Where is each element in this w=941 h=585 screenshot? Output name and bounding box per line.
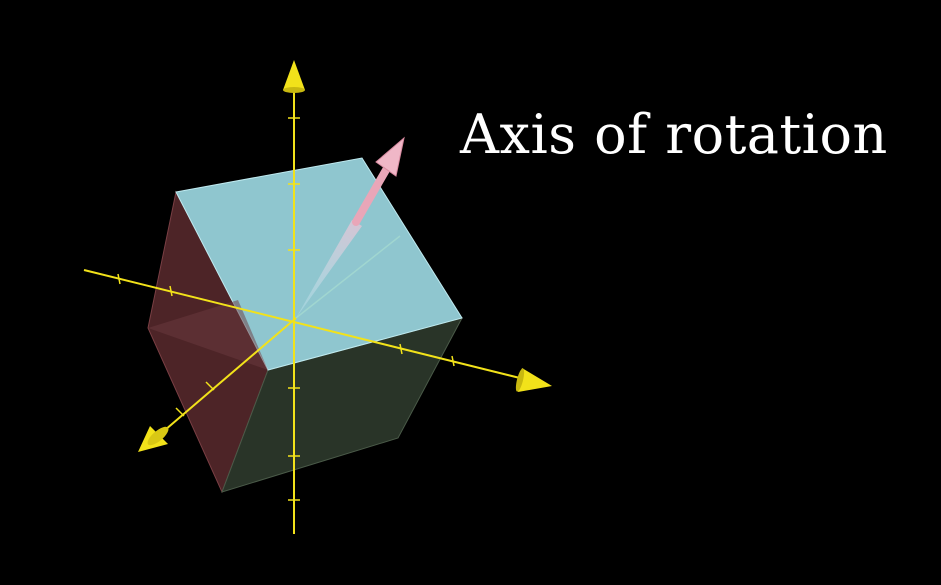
axis-of-rotation-label: Axis of rotation [460, 103, 888, 166]
axis-horizontal [83, 269, 529, 381]
axis-ticks [117, 117, 455, 501]
rotation-axis-shaft [352, 166, 390, 226]
cube-inner-shadow [148, 300, 268, 370]
axis-depth [157, 317, 297, 437]
axis-arrowheads [138, 60, 552, 452]
rotation-axis-arrow [296, 136, 405, 318]
arrowhead-right [518, 368, 552, 392]
rotated-cube [147, 157, 463, 494]
coordinate-axes [83, 80, 529, 534]
rotation-axis-shaft-tail [296, 220, 362, 318]
rotation-axis-arrowhead [375, 136, 405, 177]
arrowhead-up [283, 60, 305, 90]
